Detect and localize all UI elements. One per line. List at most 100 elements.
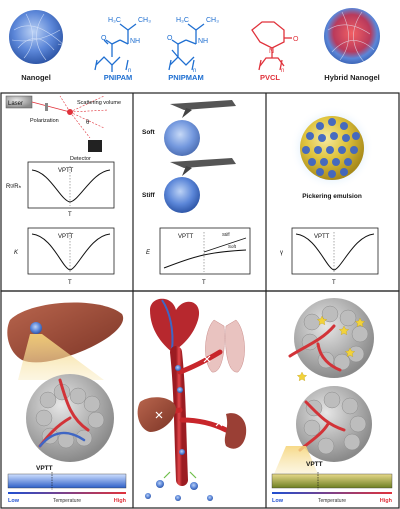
pnipmam-h3c: H₃C [176,17,189,24]
circulation-nanogels [145,365,213,501]
pnipam-o: O [101,35,107,42]
injection-arrows [163,471,197,479]
pnipam-structure [94,23,137,72]
plot-rg-xlabel: T [68,212,72,218]
scattering-volume-label: Scattering volume [77,100,121,106]
nanogel-label: Nanogel [21,73,51,82]
plot-k-frame [27,227,115,275]
stiff-label: Stiff [142,192,155,199]
afm-tip-top-point [182,108,192,118]
plot-k-ylabel: K [14,250,19,256]
pnipmam-label: PNIPMAM [168,73,203,82]
liver-zoom-cone [18,334,104,380]
bottom-right-low: Low [272,498,284,504]
artery-branch-lung [177,349,223,375]
plot-e-soft-label: Soft [228,244,237,249]
pnipmam-o: O [167,35,173,42]
laser-beam [31,101,71,113]
nanogel-illustration [9,10,63,64]
tumor-top-vessel [288,324,342,372]
plot-e-stiff-label: Stiff [222,232,230,237]
bottom-right-temperature: Temperature [318,498,346,504]
panel-pickering: Pickering emulsion VPTT γ T [280,106,379,286]
bottom-left-low: Low [8,498,20,504]
polarizer [45,103,48,111]
pickering-caption: Pickering emulsion [302,193,362,200]
heart-organ [150,298,200,352]
detector-box [88,140,102,152]
stiff-nanogel [164,177,200,213]
bottom-left-vptt: VPTT [36,465,53,472]
plot-k-curve [31,233,111,271]
afm-tip-bottom [170,158,236,168]
pnipam-nh: NH [130,38,140,45]
theta-label: θ [86,120,90,126]
bottom-left-high: High [114,498,127,504]
detector-label: Detector [70,156,91,162]
plot-gamma-xlabel: T [332,280,336,286]
bottom-right-temp-bar [272,492,392,494]
bottom-left-temperature: Temperature [53,498,81,504]
plot-e-soft-curve [163,249,247,269]
tumor-bottom-cells [303,391,367,455]
pnipmam-nh: NH [198,38,208,45]
pickering-nanogels [302,118,360,178]
plot-gamma-vptt: VPTT [314,234,330,240]
tumor-vessel-blue [38,431,86,448]
plot-k-vptt: VPTT [58,234,74,240]
afm-tip-bottom-point [182,166,192,176]
kidney [224,413,247,449]
pvcl-n: N [269,48,274,55]
pnipam-ch3: CH₃ [138,17,151,24]
plot-rg-ylabel: Rᵍ/Rₕ [6,184,22,190]
panel-afm: Soft Stiff VPTT Stiff Soft E T [142,100,251,286]
soft-label: Soft [142,129,155,136]
plot-e-xlabel: T [202,280,206,286]
pnipmam-n: n [193,68,196,74]
plot-e-ylabel: E [146,250,151,256]
scattering-volume-dot [67,109,73,115]
scattering-rays [59,95,109,139]
bottom-right-high: High [380,498,393,504]
hybrid-nanogel-illustration [324,8,380,64]
bottom-left-temp-bar [8,492,126,494]
hybrid-nanogel-label: Hybrid Nanogel [324,73,379,82]
pvcl-structure [251,21,292,71]
heart-vessel-highlight [161,299,174,351]
plot-k-xlabel: T [68,280,72,286]
pnipam-n: n [128,68,131,74]
pnipmam-structure [168,23,205,71]
panel-circulation [137,298,247,501]
bottom-right-vptt: VPTT [306,461,323,468]
pvcl-o: O [293,36,299,43]
top-row: Nanogel H₃C CH₃ NH O n PNIPAM [9,8,380,82]
pvcl-sub-n: n [281,68,284,74]
plot-gamma-curve [295,233,375,271]
lung-right [225,319,245,373]
pnipam-label: PNIPAM [104,73,133,82]
plot-gamma-ylabel: γ [280,250,283,256]
bottom-left-strip [7,473,127,489]
tumor-bottom-cone [274,446,318,474]
plot-e-vptt: VPTT [178,234,194,240]
plot-rg-frame [27,161,115,209]
liver-nanogel-cluster [30,322,42,334]
small-liver [137,397,176,432]
plot-e-stiff-curve [203,237,247,253]
panel-scattering: Laser Polarization Scattering volume θ D… [5,95,121,286]
laser-label: Laser [8,101,23,107]
clearance-x-marks [155,355,223,427]
plot-rg-vptt: VPTT [58,168,74,174]
bottom-right-strip [271,473,393,489]
pnipam-h3c: H₃C [108,17,121,24]
panel-liver-tumor: VPTT Low Temperature High [7,302,127,504]
bottom-row-frame [0,290,400,509]
soft-nanogel [164,120,200,156]
lung-left [205,319,225,373]
artery-branch-kidney [179,417,229,433]
polarization-label: Polarization [30,118,59,124]
pvcl-label: PVCL [260,73,280,82]
pnipmam-ch3: CH₃ [206,17,219,24]
drug-stars [296,315,366,382]
